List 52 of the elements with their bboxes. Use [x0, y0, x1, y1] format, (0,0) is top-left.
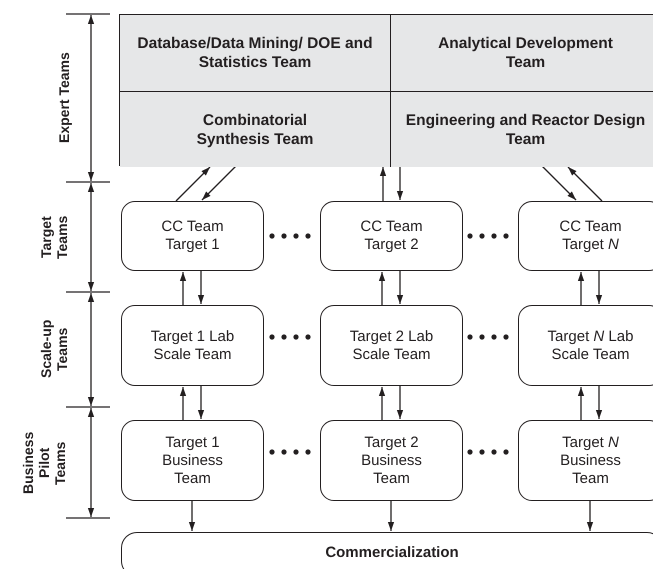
- team-name: Database/Data Mining/ DOE and Statistics Team: [136, 34, 374, 72]
- team-name: Analytical Development Team: [437, 34, 614, 72]
- team-name: CC Team Target 1: [160, 218, 225, 254]
- team-box: [121, 201, 264, 271]
- team-box: [518, 201, 653, 271]
- arrow: [578, 387, 584, 420]
- arrow: [578, 272, 584, 305]
- arrow: [388, 501, 394, 531]
- team-name: CC Team Target N: [558, 218, 623, 254]
- team-name: CC Team Target 2: [359, 218, 424, 254]
- team-box: [320, 305, 463, 386]
- team-box: [320, 201, 463, 271]
- team-box: [121, 420, 264, 501]
- arrow: [198, 386, 204, 419]
- team-name: Target 1 Lab Scale Team: [150, 328, 236, 364]
- arrow: [176, 166, 210, 202]
- arrow: [180, 387, 186, 420]
- team-name: Target N Lab Scale Team: [546, 328, 634, 364]
- tier-label: Scale-up Teams: [38, 318, 70, 380]
- arrow: [396, 386, 404, 419]
- tier-label: Expert Teams: [56, 52, 72, 146]
- team-name: Target 2 Business Team: [360, 434, 423, 488]
- arrow: [596, 386, 602, 419]
- arrow: [568, 166, 602, 202]
- arrow: [202, 166, 236, 200]
- arrow: [396, 271, 404, 304]
- team-box: [121, 305, 264, 386]
- arrow: [542, 166, 576, 200]
- arrow: [378, 387, 386, 420]
- team-name: Target N Business Team: [559, 434, 622, 488]
- team-cell: [120, 15, 391, 92]
- team-name: Combinatorial Synthesis Team: [196, 110, 314, 148]
- team-name: Target 2 Lab Scale Team: [348, 328, 434, 364]
- arrow: [396, 166, 404, 200]
- arrow: [378, 272, 386, 305]
- team-panel: [119, 14, 653, 166]
- team-box: [518, 420, 653, 501]
- team-box: [518, 305, 653, 386]
- team-name: Target 1 Business Team: [161, 434, 224, 488]
- team-name: Commercialization: [325, 544, 459, 562]
- arrow: [596, 271, 602, 304]
- arrow: [380, 167, 386, 201]
- team-box: [320, 420, 463, 501]
- tier-label: Business Pilot Teams: [20, 430, 68, 496]
- commercialization-box: [121, 532, 653, 569]
- tier-label: Target Teams: [38, 214, 70, 261]
- team-cell: [120, 92, 391, 167]
- arrow: [198, 271, 204, 304]
- arrow: [180, 272, 186, 305]
- team-name: Engineering and Reactor Design Team: [404, 110, 646, 148]
- arrow: [586, 501, 594, 531]
- arrow: [188, 501, 196, 531]
